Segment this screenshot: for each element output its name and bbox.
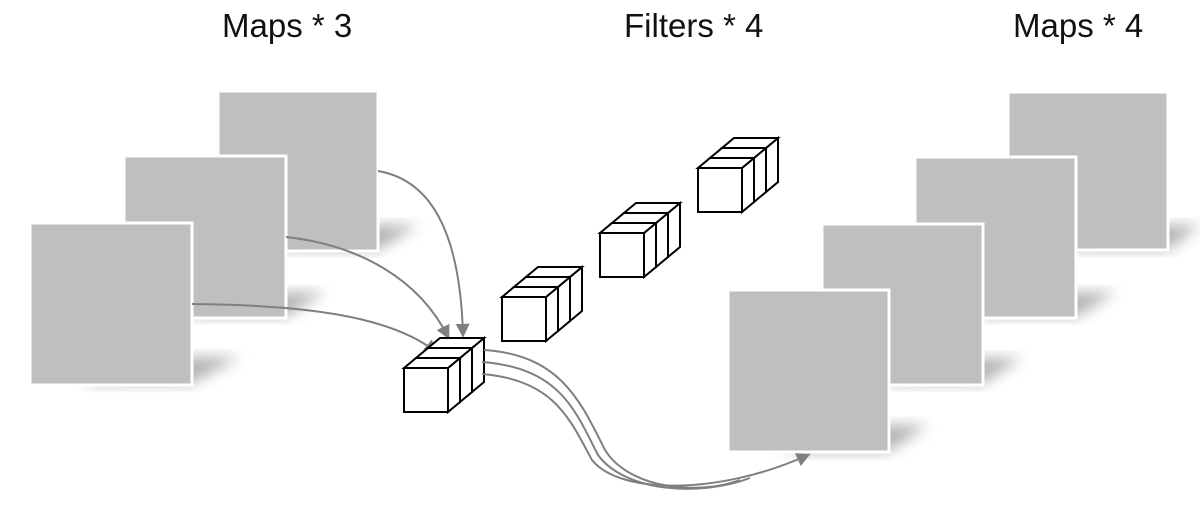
input-arrows [191,170,470,354]
filter-1-cube-1 [401,355,463,415]
arrow-filter-layer-2 [481,361,751,490]
filter-4-cube-1 [695,155,757,215]
filter-1 [401,335,487,415]
arrow-map3-to-filter [377,170,470,338]
input-maps [28,89,418,387]
arrow-map2-to-filter [285,236,450,340]
filter-2 [499,264,585,344]
output-arrows [481,349,811,490]
filter-3-cube-1 [597,220,659,280]
output-maps-label: Maps * 4 [1013,7,1144,44]
arrow-map1-to-filter [191,303,439,354]
output-map-1 [726,288,928,454]
filter-3 [597,200,683,280]
filter-2-cube-1 [499,284,561,344]
filter-4 [695,135,781,215]
arrow-filter-layer-3 [481,373,811,487]
input-maps-label: Maps * 3 [222,7,353,44]
input-map-1 [28,221,240,387]
output-maps [726,90,1200,454]
filters [401,135,781,415]
filters-label: Filters * 4 [624,7,764,44]
